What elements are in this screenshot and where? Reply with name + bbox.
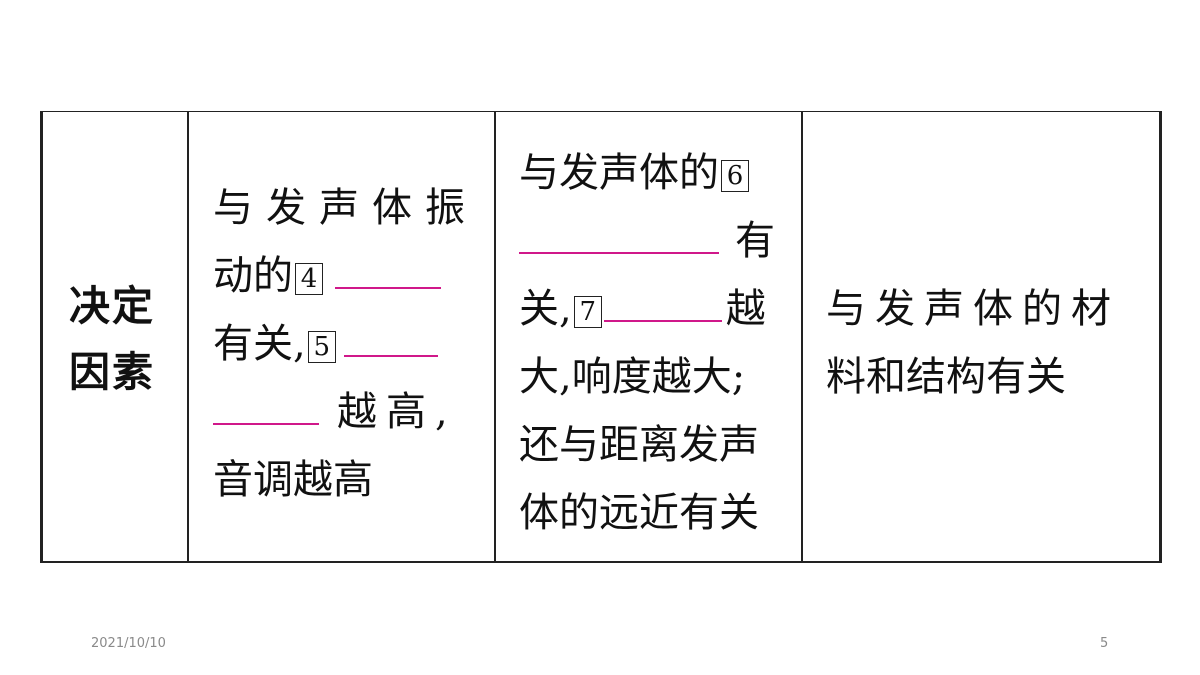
timbre-line-2: 料和结构有关 [826, 354, 1066, 400]
loudness-line-3-text: 关, [519, 286, 572, 332]
loudness-line-1-text: 与发声体的 [519, 150, 719, 196]
page-number: 5 [1100, 636, 1109, 651]
loudness-line-3: 关,7 越 [519, 283, 766, 335]
pitch-line-2-text: 动的 [213, 253, 293, 299]
pitch-line-3: 有关,5 [213, 318, 438, 370]
loudness-line-3-end: 越 [725, 286, 766, 332]
label-line-2: 因素 [69, 348, 155, 396]
pitch-line-4-text: 越高, [337, 389, 457, 435]
timbre-cell: 与发声体的材 料和结构有关 [803, 112, 1162, 561]
pitch-line-3-text: 有关, [213, 321, 306, 367]
answer-blank-6[interactable] [519, 216, 719, 254]
answer-blank-4[interactable] [335, 251, 441, 289]
pitch-line-5: 音调越高 [213, 457, 373, 503]
blank-number-6: 6 [721, 160, 749, 192]
loudness-line-4: 大,响度越大; [519, 354, 746, 400]
loudness-line-6: 体的远近有关 [519, 490, 759, 536]
answer-blank-7[interactable] [603, 284, 722, 322]
timbre-line-1: 与发声体的材 [826, 286, 1120, 332]
blank-number-4: 4 [295, 263, 323, 295]
label-cell: 决定 因素 [43, 112, 189, 561]
pitch-line-1: 与发声体振 [213, 185, 478, 231]
blank-number-5: 5 [307, 331, 336, 363]
answer-blank-5b[interactable] [213, 387, 319, 425]
answer-blank-5a[interactable] [343, 319, 438, 357]
pitch-line-4: 越高, [213, 386, 457, 438]
footer-date: 2021/10/10 [91, 636, 166, 651]
blank-number-7: 7 [573, 296, 602, 328]
label-line-1: 决定 [69, 282, 155, 330]
loudness-line-2-text: 有 [735, 218, 775, 264]
loudness-line-2: 有 [519, 215, 775, 267]
loudness-line-5: 还与距离发声 [519, 422, 759, 468]
